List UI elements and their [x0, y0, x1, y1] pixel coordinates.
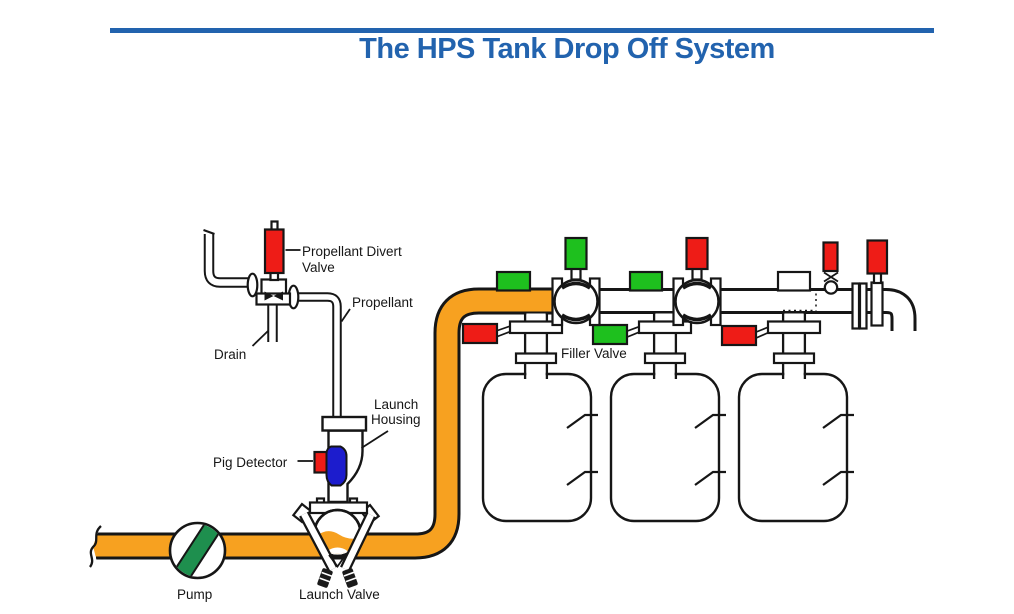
title-underline-bar	[110, 28, 934, 33]
tank-1	[481, 372, 598, 523]
filler-valve-1	[461, 313, 564, 382]
valve-1-actuator	[564, 236, 588, 271]
label-launch-housing-1: Launch	[374, 397, 418, 412]
label-launch-valve: Launch Valve	[299, 587, 380, 602]
tank-2	[609, 372, 726, 523]
filler-1-connector	[495, 325, 511, 338]
inlet-pipe	[203, 234, 250, 288]
filler-1-indicator	[461, 322, 499, 345]
label-drain: Drain	[214, 347, 246, 362]
filler-1-neck-flange	[514, 352, 558, 365]
hidden-tee-dotted-lines	[783, 293, 817, 312]
leader-drain	[251, 329, 270, 347]
vent-valve-bowtie	[823, 271, 839, 283]
pipe-sensor-1	[495, 270, 532, 292]
valve-2-ball	[674, 278, 720, 325]
label-pig-detector: Pig Detector	[213, 455, 288, 470]
tank-3	[737, 372, 854, 523]
pump	[168, 521, 227, 580]
label-propellant-divert-valve-2: Valve	[302, 260, 335, 275]
pump-stripe	[171, 524, 224, 577]
tank-1-level-marks	[566, 413, 598, 486]
divert-flange-left	[246, 272, 259, 298]
gate-valve-plate	[870, 281, 884, 327]
filler-1-collar	[508, 320, 564, 335]
manifold-valve-2	[672, 236, 722, 327]
filler-3-connector	[754, 326, 769, 340]
leader-launch-housing	[361, 430, 389, 449]
label-propellant: Propellant	[352, 295, 413, 310]
housing-cap	[321, 415, 368, 432]
filler-3-neck-flange	[772, 352, 816, 365]
vent-valve	[822, 241, 839, 295]
label-propellant-divert-valve-1: Propellant Divert	[302, 244, 402, 259]
divert-valve-actuator	[263, 228, 285, 275]
valve-1-ball	[553, 278, 599, 325]
pipe-sensor-2	[628, 270, 664, 292]
launch-valve-foot-right	[342, 568, 358, 588]
pig-detector-body	[325, 445, 348, 487]
propellant-pipe	[294, 292, 342, 419]
inlet-pipe-opening	[203, 229, 215, 235]
vent-valve-body	[822, 241, 839, 273]
filler-valve-3	[720, 313, 822, 382]
filler-3-collar	[766, 320, 822, 335]
label-filler-valve: Filler Valve	[561, 346, 627, 361]
end-gate-valve	[866, 239, 889, 327]
gate-valve-actuator	[866, 239, 889, 275]
label-launch-housing-2: Housing	[371, 412, 421, 427]
diagram-labels: Propellant Divert Valve Propellant Drain…	[177, 244, 627, 602]
launch-valve	[291, 497, 381, 588]
pipe-break-squiggle	[89, 525, 102, 568]
leader-propellant	[340, 308, 351, 323]
vent-valve-handwheel	[823, 280, 839, 295]
pipe-junction-box	[776, 270, 812, 292]
valve-2-actuator	[685, 236, 709, 271]
launch-housing	[313, 415, 368, 504]
launch-valve-v-mark	[328, 552, 348, 569]
divert-valve-assembly	[203, 220, 342, 419]
end-flange-pair	[851, 282, 868, 330]
tank-3-level-marks	[822, 413, 854, 486]
label-pump: Pump	[177, 587, 212, 602]
tanks	[481, 372, 854, 523]
filler-2-connector	[625, 325, 640, 339]
filler-2-neck-flange	[643, 352, 687, 365]
divert-valve-base	[255, 292, 292, 306]
page-title: The HPS Tank Drop Off System	[359, 33, 775, 65]
filler-3-indicator	[720, 324, 758, 347]
tank-2-level-marks	[694, 413, 726, 486]
orange-supply-pipe	[84, 287, 556, 570]
divert-valve-bowtie	[264, 291, 283, 301]
filler-2-indicator	[591, 323, 629, 346]
manifold-valve-1	[551, 236, 601, 327]
pig-detector-sensor	[313, 450, 329, 474]
manifold-pipe	[552, 288, 917, 334]
leader-lines	[251, 249, 389, 462]
launch-valve-foot-left	[317, 568, 333, 588]
